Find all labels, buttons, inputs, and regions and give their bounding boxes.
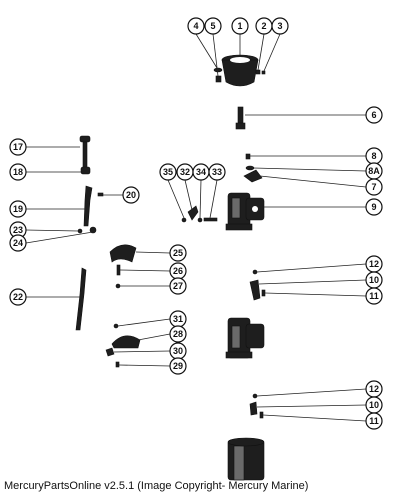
- svg-text:10: 10: [369, 275, 379, 285]
- svg-text:31: 31: [173, 314, 183, 324]
- svg-text:33: 33: [212, 167, 222, 177]
- svg-text:6: 6: [371, 110, 376, 120]
- callout-33: 33: [208, 163, 226, 181]
- svg-text:17: 17: [13, 142, 23, 152]
- part-25-bracket: [109, 244, 137, 263]
- svg-text:25: 25: [173, 248, 183, 258]
- svg-text:12: 12: [369, 259, 379, 269]
- part-35-32-34-33: [181, 205, 218, 223]
- part-19-link-rod: [83, 185, 93, 227]
- callout-6: 6: [365, 106, 383, 124]
- part-4-5-screw: [213, 67, 223, 83]
- part-carburetor-bottom: [227, 437, 265, 481]
- part-12-10-11-set-b: [249, 393, 264, 419]
- callout-1: 1: [231, 17, 249, 35]
- callout-2: 2: [255, 17, 273, 35]
- part-20-pin: [97, 192, 104, 197]
- callout-4: 4: [187, 17, 205, 35]
- svg-text:4: 4: [193, 21, 198, 31]
- callout-20: 20: [122, 186, 140, 204]
- svg-text:24: 24: [13, 238, 23, 248]
- svg-text:19: 19: [13, 204, 23, 214]
- callout-32: 32: [176, 163, 194, 181]
- svg-text:2: 2: [261, 21, 266, 31]
- callout-25: 25: [169, 244, 187, 262]
- svg-text:8A: 8A: [368, 166, 380, 176]
- callout-35: 35: [159, 163, 177, 181]
- part-23-24-clips: [77, 226, 97, 234]
- callout-8: 8: [365, 147, 383, 165]
- part-22-link: [75, 267, 87, 331]
- part-6-needle: [235, 106, 246, 130]
- callout-17: 17: [9, 138, 27, 156]
- callout-11-upper: 11: [365, 287, 383, 305]
- svg-text:27: 27: [173, 281, 183, 291]
- part-26-pin: [116, 264, 121, 276]
- leader-lines: [25, 33, 367, 422]
- part-12-10-11-set-a: [249, 269, 266, 301]
- callout-22: 22: [9, 288, 27, 306]
- callout-5: 5: [204, 17, 222, 35]
- callout-10-lower: 10: [365, 396, 383, 414]
- callout-31: 31: [169, 310, 187, 328]
- svg-text:1: 1: [237, 21, 242, 31]
- svg-text:29: 29: [173, 361, 183, 371]
- svg-text:32: 32: [180, 167, 190, 177]
- svg-text:18: 18: [13, 167, 23, 177]
- callout-18: 18: [9, 163, 27, 181]
- svg-text:7: 7: [371, 182, 376, 192]
- svg-text:11: 11: [369, 291, 379, 301]
- callout-26: 26: [169, 262, 187, 280]
- part-27-small: [115, 283, 121, 289]
- callout-9: 9: [365, 198, 383, 216]
- callout-12-lower: 12: [365, 380, 383, 398]
- svg-text:10: 10: [369, 400, 379, 410]
- svg-text:34: 34: [196, 167, 206, 177]
- callout-19: 19: [9, 200, 27, 218]
- svg-text:22: 22: [13, 292, 23, 302]
- part-18-nut: [80, 166, 91, 175]
- svg-text:9: 9: [371, 202, 376, 212]
- svg-text:26: 26: [173, 266, 183, 276]
- callout-27: 27: [169, 277, 187, 295]
- svg-text:5: 5: [210, 21, 215, 31]
- callout-29: 29: [169, 357, 187, 375]
- svg-text:30: 30: [173, 346, 183, 356]
- callout-34: 34: [192, 163, 210, 181]
- part-31-28-30-29: [105, 323, 141, 368]
- part-8-8a-7: [243, 153, 263, 183]
- svg-text:11: 11: [369, 416, 379, 426]
- callout-30: 30: [169, 342, 187, 360]
- callout-10-upper: 10: [365, 271, 383, 289]
- copyright-caption: MercuryPartsOnline v2.5.1 (Image Copyrig…: [4, 480, 309, 492]
- callout-28: 28: [169, 325, 187, 343]
- svg-text:28: 28: [173, 329, 183, 339]
- part-2-3-pins: [255, 69, 266, 75]
- callout-8a: 8A: [365, 162, 383, 180]
- callout-3: 3: [271, 17, 289, 35]
- svg-text:8: 8: [371, 151, 376, 161]
- callout-24: 24: [9, 234, 27, 252]
- callout-7: 7: [365, 178, 383, 196]
- svg-text:35: 35: [163, 167, 173, 177]
- callout-11-lower: 11: [365, 412, 383, 430]
- svg-text:3: 3: [277, 21, 282, 31]
- part-17-pin: [79, 135, 91, 170]
- part-9-carburetor: [225, 192, 265, 231]
- svg-text:20: 20: [126, 190, 136, 200]
- svg-text:23: 23: [13, 225, 23, 235]
- part-carburetor-body-2: [225, 317, 265, 359]
- callout-12-upper: 12: [365, 255, 383, 273]
- svg-text:12: 12: [369, 384, 379, 394]
- part-1-housing: [221, 54, 259, 87]
